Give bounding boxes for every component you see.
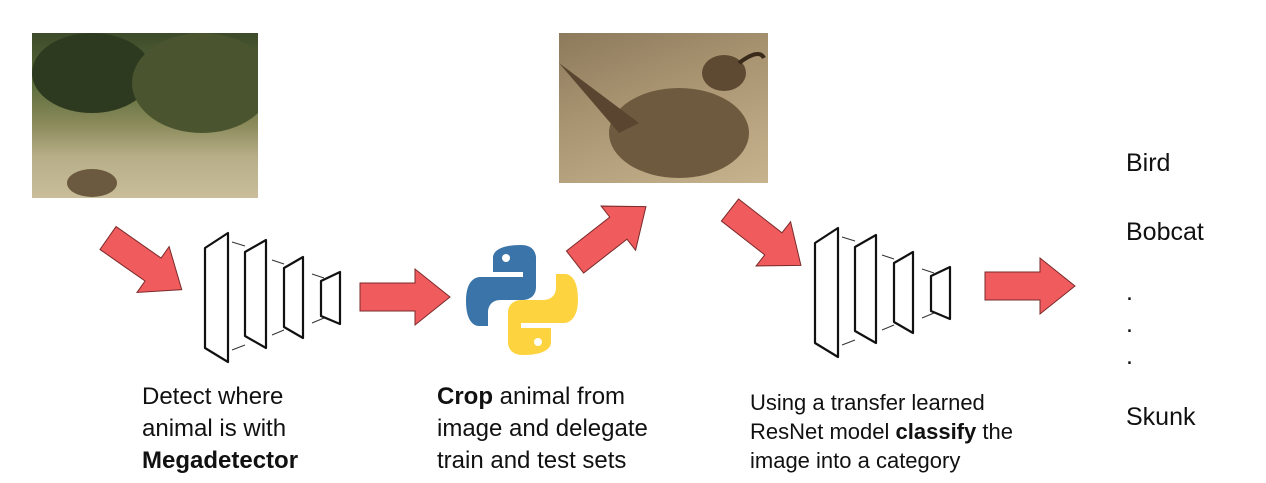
category-ellipsis: .	[1126, 310, 1133, 338]
caption-line: image and delegate	[437, 415, 648, 442]
arrow-to-categories	[984, 257, 1076, 315]
category-skunk: Skunk	[1126, 403, 1196, 431]
neural-network-detector-icon	[203, 231, 342, 364]
caption-bold: Megadetector	[142, 447, 299, 474]
caption-line: train and test sets	[437, 447, 627, 474]
python-logo-icon	[466, 245, 578, 355]
camera-trap-photo	[32, 33, 258, 198]
step2-caption: Crop animal from image and delegate trai…	[437, 381, 648, 477]
caption-text: animal from	[493, 383, 626, 410]
category-ellipsis: .	[1126, 278, 1133, 306]
cropped-bird-photo	[559, 33, 768, 183]
neural-network-classifier-icon	[813, 226, 952, 359]
category-ellipsis: .	[1126, 342, 1133, 370]
caption-line: Detect where	[142, 383, 284, 410]
arrow-to-classifier	[712, 187, 819, 288]
caption-text: the	[976, 419, 1013, 444]
caption-line: image into a category	[750, 448, 961, 473]
caption-line: Using a transfer learned	[750, 390, 985, 415]
arrow-to-detector	[91, 214, 199, 314]
step1-caption: Detect where animal is with Megadetector	[142, 381, 298, 477]
arrow-to-crop	[557, 184, 664, 285]
caption-line: animal is with	[142, 415, 287, 442]
arrow-to-python	[359, 268, 451, 326]
category-bird: Bird	[1126, 149, 1171, 177]
step3-caption: Using a transfer learned ResNet model cl…	[750, 388, 1013, 475]
category-bobcat: Bobcat	[1126, 218, 1204, 246]
caption-bold: classify	[895, 419, 977, 444]
caption-text: ResNet model	[750, 419, 896, 444]
caption-bold: Crop	[437, 383, 493, 410]
